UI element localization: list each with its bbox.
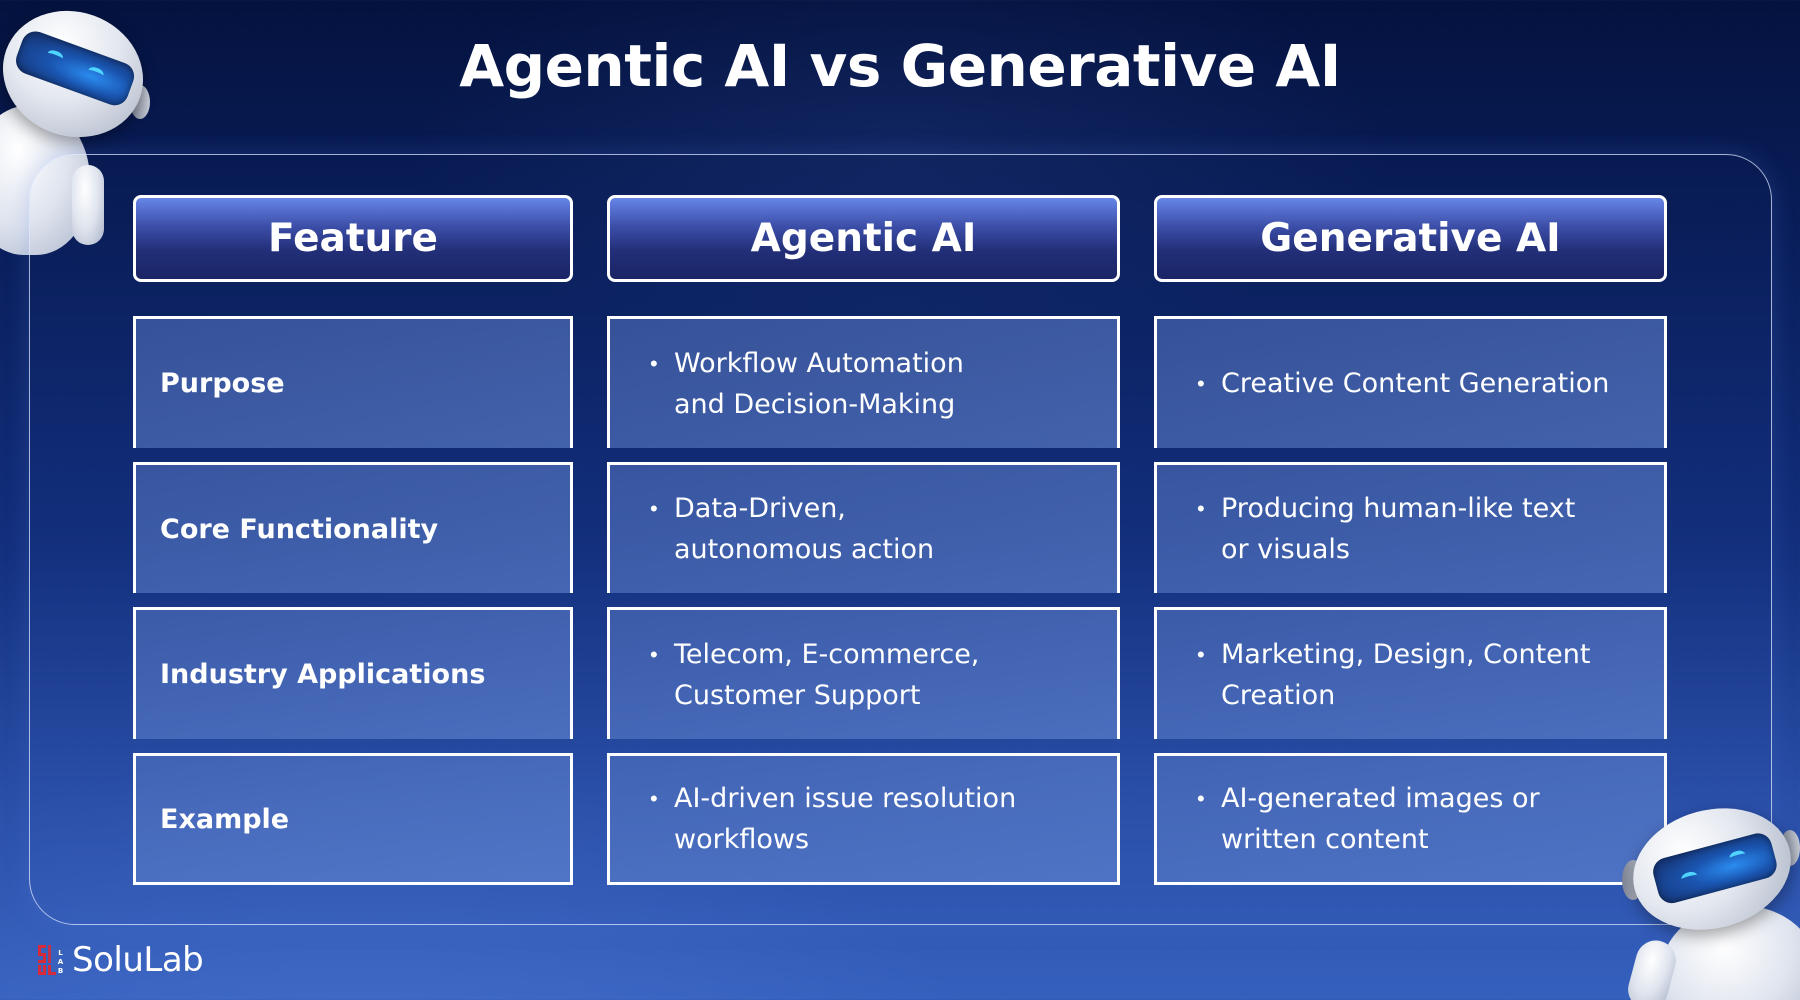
bullet-item: • Creative Content Generation <box>1157 363 1629 404</box>
feature-cell-purpose: Purpose <box>133 316 573 448</box>
robot-arm <box>1623 936 1681 1000</box>
bullet-text: Creative Content Generation <box>1221 368 1610 399</box>
header-feature: Feature <box>133 195 573 282</box>
bullet-icon: • <box>650 786 658 811</box>
header-label: Feature <box>268 216 438 261</box>
generative-cell-example: • AI-generated images or written content <box>1154 753 1667 885</box>
agentic-cell-purpose: • Workflow Automation and Decision-Makin… <box>607 316 1120 448</box>
brand-name: SoluLab <box>72 940 204 980</box>
agentic-cell-industry-applications: • Telecom, E-commerce, Customer Support <box>607 607 1120 739</box>
feature-label: Example <box>160 803 290 835</box>
bullet-text: Workflow Automation and Decision-Making <box>674 347 964 420</box>
bullet-text: AI-driven issue resolution workflows <box>674 783 1017 855</box>
solulab-logo: LAB SoluLab <box>38 940 204 980</box>
bullet-text: Telecom, E-commerce, Customer Support <box>674 638 980 711</box>
bullet-item: • Marketing, Design, Content Creation <box>1157 634 1611 716</box>
bullet-item: • AI-driven issue resolution workflows <box>610 778 1036 860</box>
agentic-cell-example: • AI-driven issue resolution workflows <box>607 753 1120 885</box>
bullet-icon: • <box>650 641 658 667</box>
bullet-icon: • <box>650 350 658 376</box>
bullet-icon: • <box>1197 496 1205 521</box>
bullet-text: Marketing, Design, Content Creation <box>1221 638 1591 711</box>
feature-cell-industry-applications: Industry Applications <box>133 607 573 739</box>
bullet-text: Producing human-like text or visuals <box>1221 493 1576 565</box>
page-title: Agentic AI vs Generative AI <box>459 32 1341 100</box>
header-label: Agentic AI <box>750 216 977 261</box>
bullet-text: AI-generated images or written content <box>1221 783 1540 855</box>
feature-cell-example: Example <box>133 753 573 885</box>
feature-label: Industry Applications <box>160 659 486 690</box>
bullet-item: • Telecom, E-commerce, Customer Support <box>610 634 999 716</box>
bullet-item: • Workflow Automation and Decision-Makin… <box>610 343 984 425</box>
bullet-icon: • <box>1197 786 1205 811</box>
bullet-icon: • <box>1197 641 1205 667</box>
generative-cell-core-functionality: • Producing human-like text or visuals <box>1154 462 1667 593</box>
generative-cell-purpose: • Creative Content Generation <box>1154 316 1667 448</box>
header-generative-ai: Generative AI <box>1154 195 1667 282</box>
robot-ear <box>1780 830 1800 866</box>
feature-cell-core-functionality: Core Functionality <box>133 462 573 593</box>
feature-label: Core Functionality <box>160 513 439 545</box>
bullet-item: • Data-Driven, autonomous action <box>610 488 954 570</box>
feature-label: Purpose <box>160 368 285 399</box>
header-label: Generative AI <box>1260 216 1561 261</box>
bullet-icon: • <box>650 496 658 521</box>
header-agentic-ai: Agentic AI <box>607 195 1120 282</box>
bullet-item: • AI-generated images or written content <box>1157 778 1560 860</box>
bullet-item: • Producing human-like text or visuals <box>1157 488 1595 570</box>
agentic-cell-core-functionality: • Data-Driven, autonomous action <box>607 462 1120 593</box>
bullet-text: Data-Driven, autonomous action <box>674 493 935 565</box>
solulab-logo-icon: LAB <box>38 945 64 975</box>
table-frame <box>29 154 1772 925</box>
logo-mark-letters: LAB <box>57 949 64 975</box>
generative-cell-industry-applications: • Marketing, Design, Content Creation <box>1154 607 1667 739</box>
bullet-icon: • <box>1197 371 1205 396</box>
